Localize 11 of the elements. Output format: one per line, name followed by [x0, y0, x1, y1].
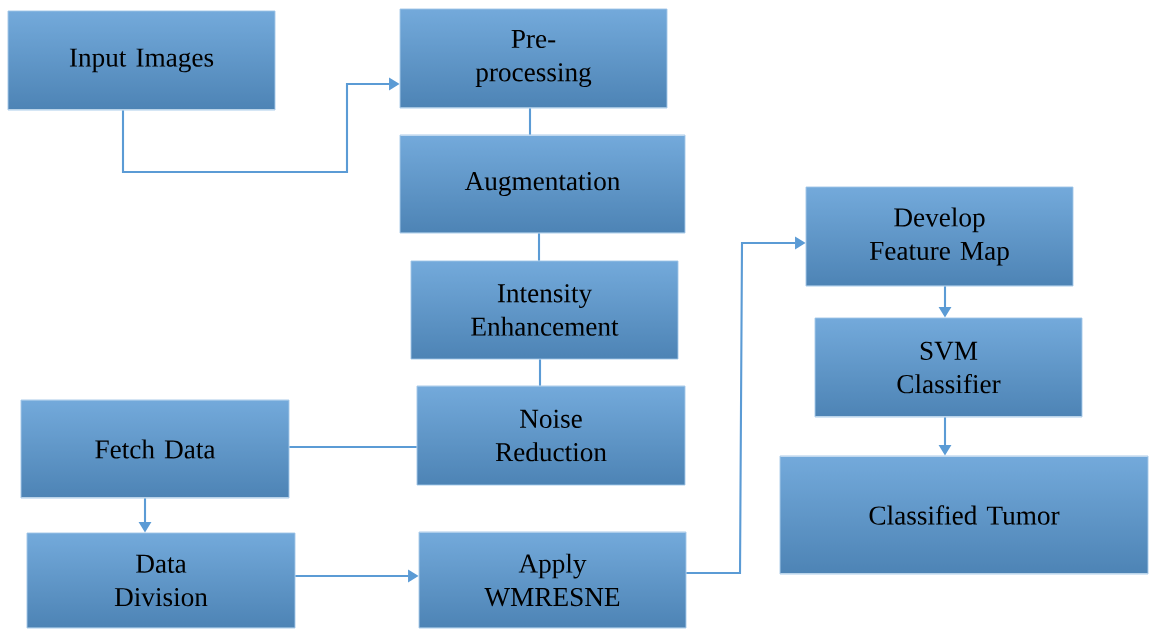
process-box: Classified Tumor — [779, 455, 1149, 575]
process-box: Apply WMRESNE — [418, 531, 687, 629]
process-box: Develop Feature Map — [805, 186, 1074, 287]
process-box: Data Division — [26, 532, 296, 629]
process-box: Fetch Data — [20, 399, 290, 499]
process-box: Augmentation — [399, 134, 686, 234]
process-box: Intensity Enhancement — [410, 260, 679, 360]
process-box: SVM Classifier — [814, 317, 1083, 418]
process-box: Input Images — [7, 10, 276, 111]
process-box: Noise Reduction — [416, 385, 686, 486]
process-box: Pre-processing — [399, 8, 668, 109]
